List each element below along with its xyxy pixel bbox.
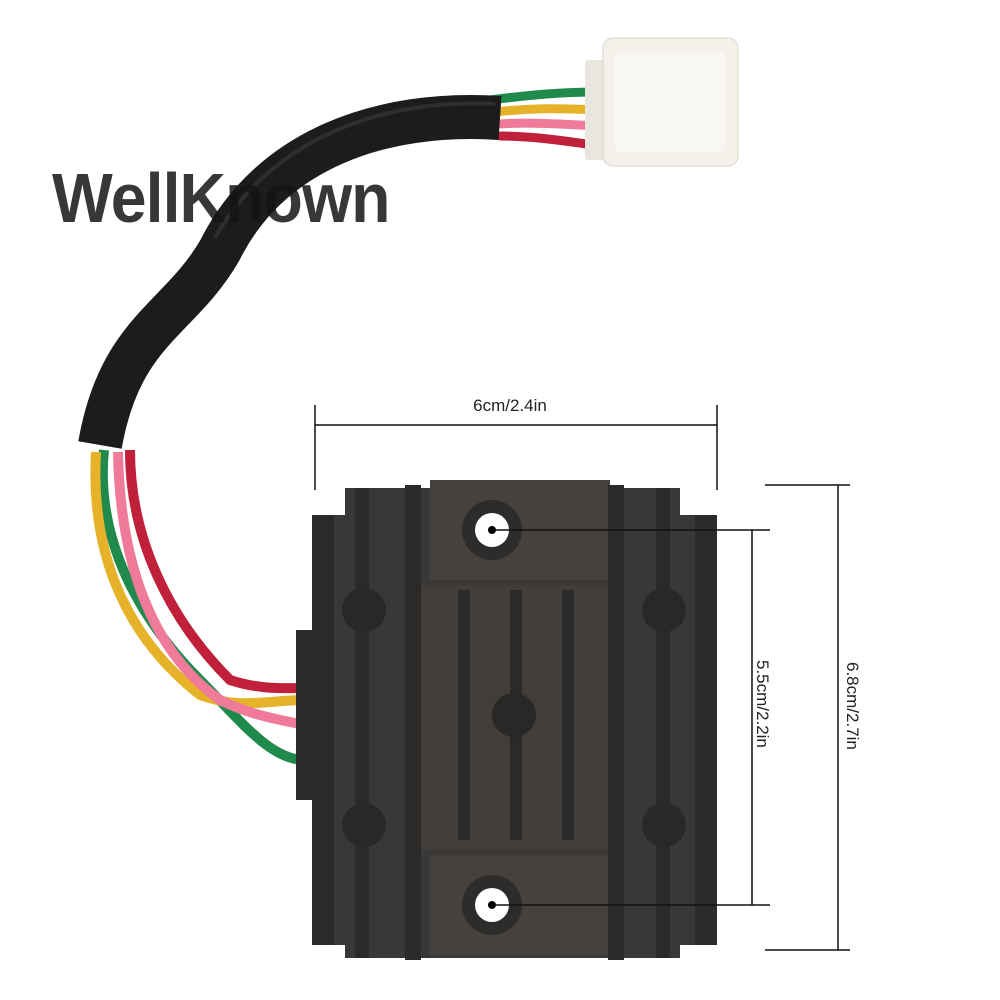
cable-sheath: [78, 95, 502, 450]
wires-top: [485, 87, 605, 151]
wires-bottom: [90, 449, 306, 765]
width-label: 6cm/2.4in: [473, 396, 547, 415]
hole-spacing-label: 5.5cm/2.2in: [753, 660, 772, 748]
connector-plug: [585, 37, 739, 167]
rivets: [342, 588, 686, 847]
brand-watermark: WellKnown: [52, 159, 390, 237]
dimension-lines: [314, 405, 850, 951]
regulator-body: [296, 480, 717, 960]
height-label: 6.8cm/2.7in: [843, 662, 862, 750]
